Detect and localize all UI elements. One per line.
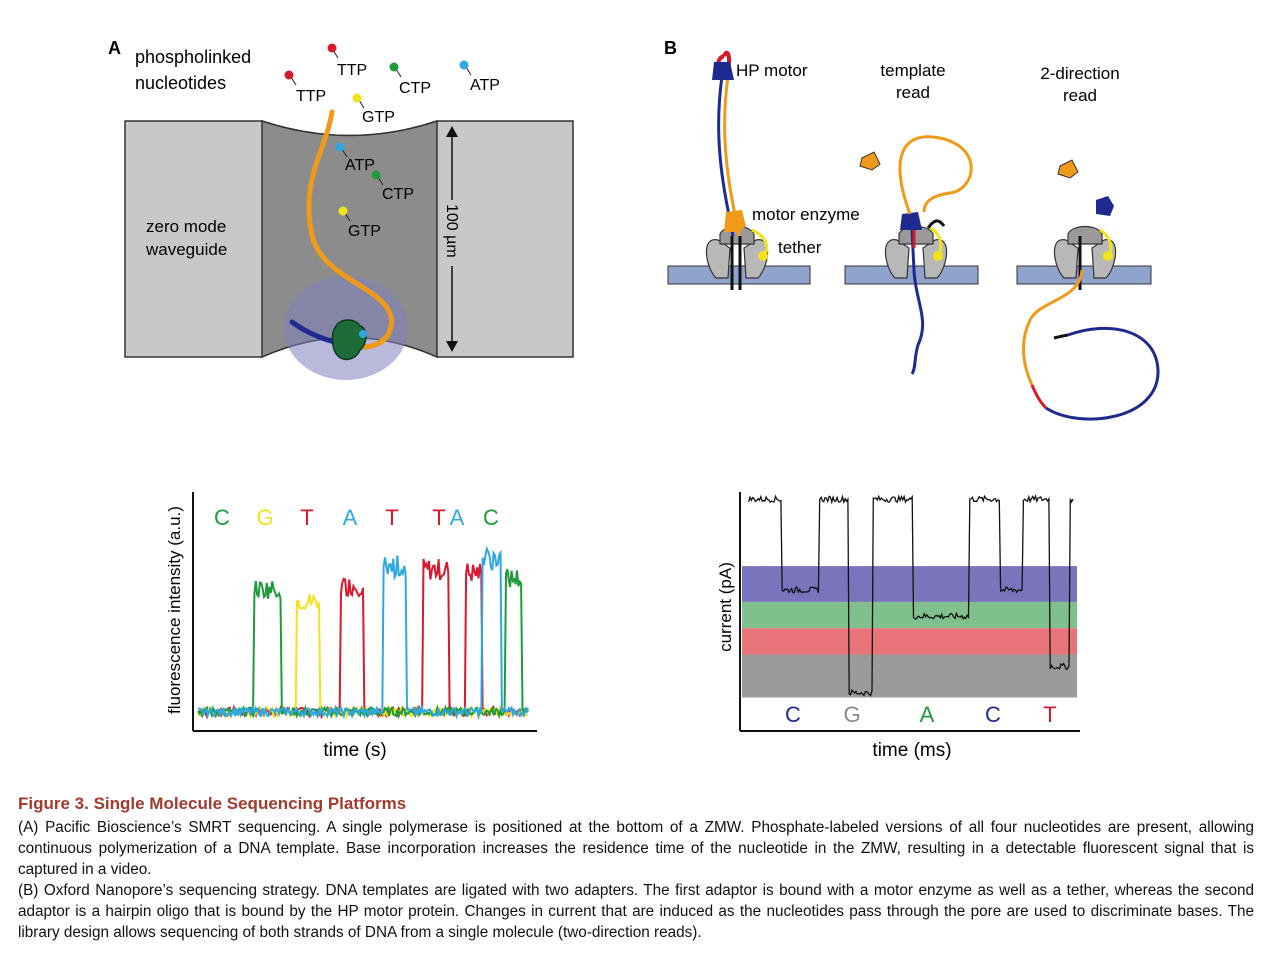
chart1-trace-T <box>197 558 529 720</box>
chart2-ylabel: current (pA) <box>716 562 735 652</box>
chart2-band-1 <box>742 601 1077 629</box>
membrane-2 <box>844 265 979 285</box>
nucleotide-atp-outside: ATP <box>459 60 500 94</box>
chart2-base-call: A <box>920 702 935 727</box>
chart1-base-call: C <box>483 505 499 530</box>
chart2-xlabel: time (ms) <box>872 740 951 761</box>
chart2-bands <box>742 566 1077 698</box>
chart1-base-call: A <box>343 505 358 530</box>
chart2-current-trace <box>748 493 1074 697</box>
chart2-band-3 <box>742 654 1077 698</box>
chart2-band-2 <box>742 628 1077 655</box>
tether-label: tether <box>778 238 822 257</box>
chart1-traces <box>197 545 529 720</box>
nanopore-setup-1 <box>705 50 769 290</box>
nucleotide-label: TTP <box>337 62 367 79</box>
panel-b-letter: B <box>664 38 677 58</box>
nanopore-setup-2 <box>859 135 973 375</box>
heading-line-2: nucleotides <box>135 73 226 93</box>
heading-line-1: phospholinked <box>135 47 251 67</box>
nucleotide-label: CTP <box>382 186 414 203</box>
chart1-base-call: T <box>432 505 445 530</box>
two-direction-line-2: read <box>1063 86 1097 105</box>
dimension-label: 100 µm <box>443 204 460 258</box>
figure: A phospholinked nucleotides zero mode wa… <box>108 38 1160 761</box>
hp-motor-label: HP motor <box>736 61 808 80</box>
motor-enzyme-label: motor enzyme <box>752 205 860 224</box>
membrane-3 <box>1016 265 1152 285</box>
chart1-base-call: C <box>214 505 230 530</box>
caption-paragraph-a: (A) Pacific Bioscience’s SMRT sequencing… <box>18 819 1254 878</box>
polymerase <box>331 319 367 361</box>
nucleotide-label: CTP <box>399 80 431 97</box>
chart2-trace <box>748 493 1074 697</box>
chart1-base-call: T <box>385 505 398 530</box>
zmw-label-line-2: waveguide <box>145 240 227 259</box>
zmw-label-line-1: zero mode <box>146 217 226 236</box>
nucleotide-gtp-inside: GTP <box>338 206 381 240</box>
panel-a-letter: A <box>108 38 121 58</box>
chart2-base-call: C <box>985 702 1001 727</box>
dimension-arrow: 100 µm <box>443 126 460 352</box>
nucleotide-ttp-2: TTP <box>284 70 326 105</box>
chart2-base-call: G <box>843 702 860 727</box>
nucleotide-label: GTP <box>348 223 381 240</box>
incorporating-nucleotide <box>359 330 367 338</box>
panel-b: B HP motor template read 2-direction rea… <box>664 38 1160 421</box>
nucleotide-gtp-outside: GTP <box>352 93 395 126</box>
chart1-base-call: A <box>450 505 465 530</box>
nanopore-setup-3 <box>1022 159 1160 421</box>
template-read-line-2: read <box>896 83 930 102</box>
chart1-base-call: G <box>256 505 273 530</box>
nucleotide-ttp-1: TTP <box>327 43 367 79</box>
current-chart: current (pA) time (ms) C G A C T <box>716 492 1080 761</box>
chart1-ylabel: fluorescence intensity (a.u.) <box>165 506 184 714</box>
nucleotide-label: TTP <box>296 88 326 105</box>
nucleotide-ctp-inside: CTP <box>371 170 414 203</box>
nucleotide-label: ATP <box>470 77 500 94</box>
nucleotide-label: GTP <box>362 109 395 126</box>
template-read-line-1: template <box>880 61 945 80</box>
nucleotide-label: ATP <box>345 157 375 174</box>
chart1-base-call: T <box>300 505 313 530</box>
chart2-base-call: C <box>785 702 801 727</box>
panel-a: A phospholinked nucleotides zero mode wa… <box>108 38 574 380</box>
two-direction-line-1: 2-direction <box>1040 64 1119 83</box>
nucleotide-ctp-outside: CTP <box>389 62 431 97</box>
nucleotide-atp-inside: ATP <box>335 142 375 174</box>
chart2-base-call: T <box>1043 702 1056 727</box>
chart1-trace-A <box>197 545 529 720</box>
caption-title: Figure 3. Single Molecule Sequencing Pla… <box>18 794 407 813</box>
figure-caption: Figure 3. Single Molecule Sequencing Pla… <box>18 794 1254 943</box>
caption-paragraph-b: (B) Oxford Nanopore’s sequencing strateg… <box>18 882 1254 941</box>
chart1-xlabel: time (s) <box>323 740 386 761</box>
fluorescence-chart: fluorescence intensity (a.u.) time (s) C… <box>165 492 537 761</box>
chart2-band-0 <box>742 566 1077 602</box>
